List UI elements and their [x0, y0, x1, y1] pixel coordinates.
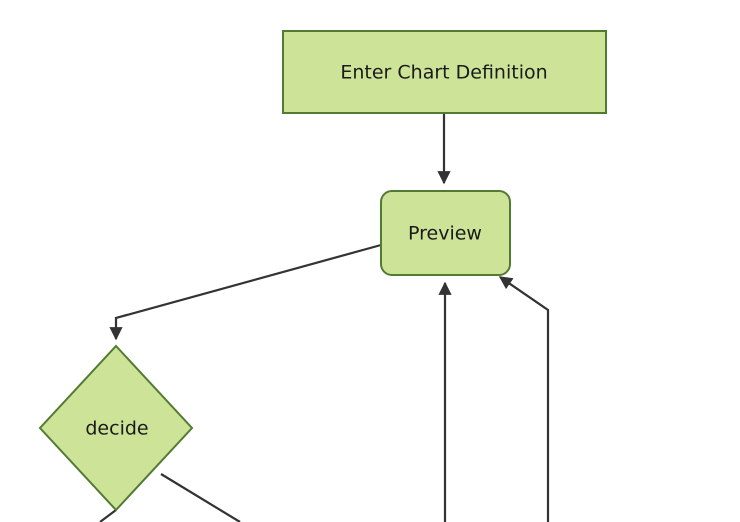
- node-enter-chart-definition[interactable]: Enter Chart Definition: [282, 30, 607, 114]
- node-decide-shape[interactable]: [38, 344, 194, 512]
- node-decide[interactable]: decide: [38, 344, 194, 512]
- node-decide-label: decide: [85, 418, 148, 440]
- edges-layer: [99, 113, 550, 522]
- edge-decide-down-right[interactable]: [160, 473, 241, 522]
- edge-decide-down-left[interactable]: [99, 509, 117, 522]
- edge-lower-right-to-preview[interactable]: [498, 276, 550, 522]
- node-enter-chart-definition-label: Enter Chart Definition: [340, 62, 547, 84]
- edge-preview-to-decide[interactable]: [109, 243, 382, 341]
- node-preview[interactable]: Preview: [380, 190, 511, 276]
- node-preview-shape[interactable]: [380, 190, 511, 276]
- node-preview-label: Preview: [408, 223, 482, 245]
- node-enter-chart-definition-shape[interactable]: [282, 30, 607, 114]
